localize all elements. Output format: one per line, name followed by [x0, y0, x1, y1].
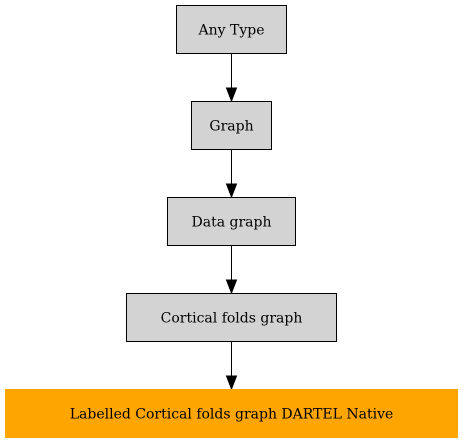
node-data-graph-label: Data graph	[192, 215, 272, 231]
node-labelled-cortical-folds-graph-dartel-native-box	[5, 389, 458, 438]
node-cortical-folds-graph-label: Cortical folds graph	[161, 311, 303, 327]
edge-graph-to-data-graph	[225, 150, 238, 199]
node-graph-box	[191, 101, 272, 150]
edge-any-type-to-graph	[225, 54, 238, 103]
edge-cortical-folds-graph-to-labelled-dartel-native	[225, 342, 238, 391]
node-any-type: Any Type	[176, 5, 287, 54]
edge-data-graph-to-cortical-folds-graph	[225, 246, 238, 295]
node-labelled-cortical-folds-graph-dartel-native: Labelled Cortical folds graph DARTEL Nat…	[5, 389, 458, 438]
node-data-graph-box	[167, 197, 296, 246]
node-cortical-folds-graph-box	[126, 293, 337, 342]
node-cortical-folds-graph: Cortical folds graph	[126, 293, 337, 342]
node-graph-label: Graph	[209, 119, 253, 135]
node-graph: Graph	[191, 101, 272, 150]
node-any-type-box	[176, 5, 287, 54]
node-labelled-cortical-folds-graph-dartel-native-label: Labelled Cortical folds graph DARTEL Nat…	[70, 407, 394, 423]
node-data-graph: Data graph	[167, 197, 296, 246]
node-any-type-label: Any Type	[198, 23, 265, 39]
